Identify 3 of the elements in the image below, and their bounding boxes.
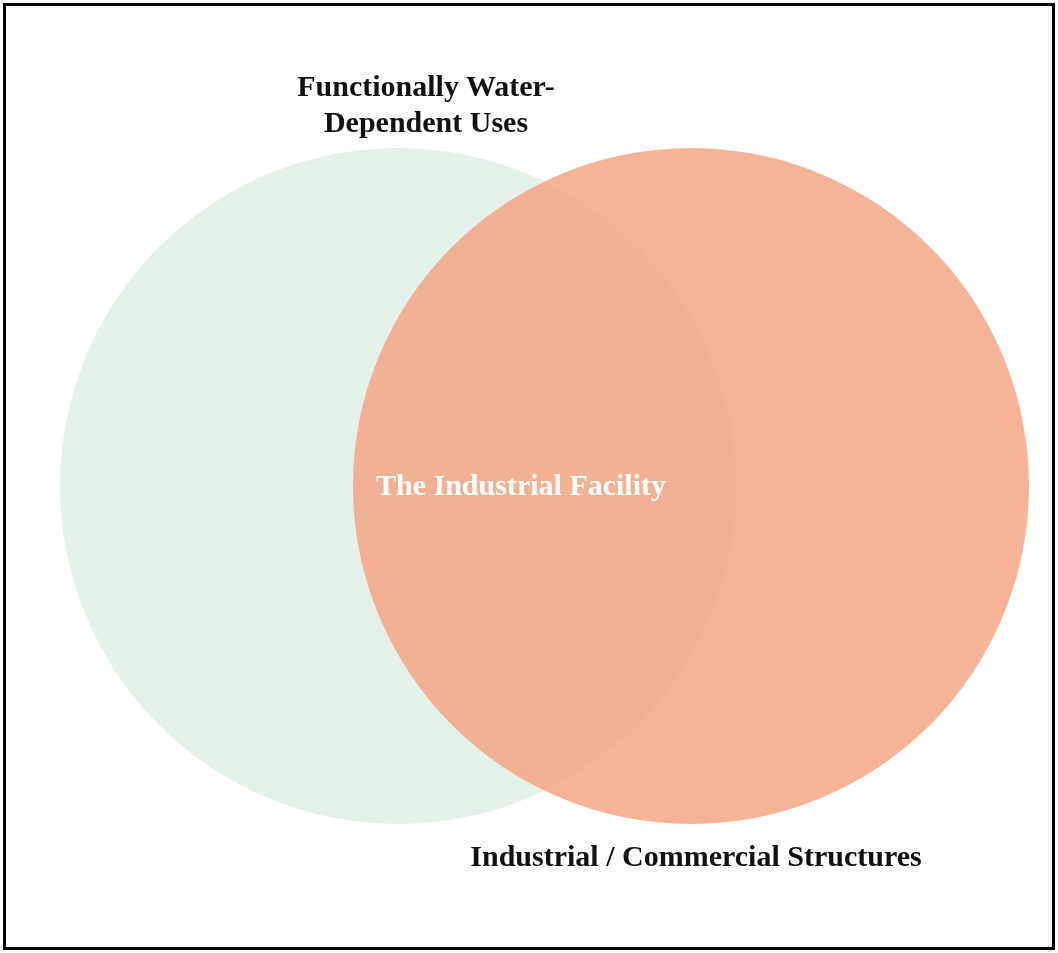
circle-heading: Functionally Water-Dependent Uses: [296, 68, 556, 140]
overlap-label: The Industrial Facility: [376, 468, 667, 502]
circle-heading: Industrial / Commercial Structures: [469, 838, 923, 874]
